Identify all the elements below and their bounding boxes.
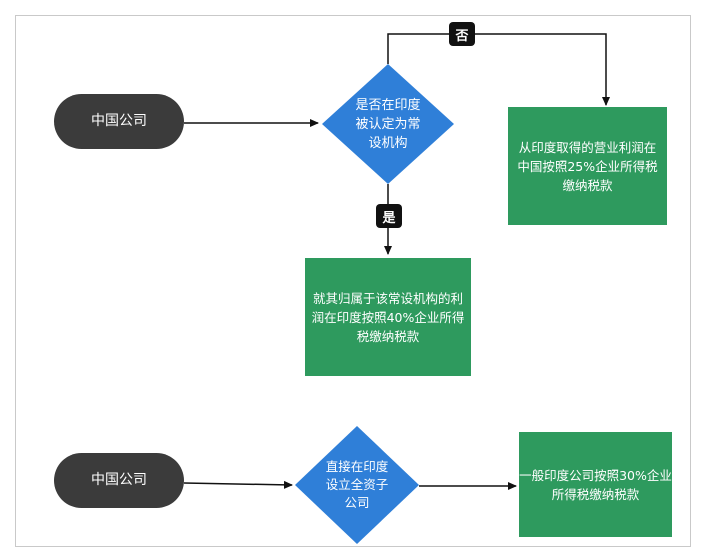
decision-diamond-1 xyxy=(322,64,454,184)
result-subsidiary-label: 一般印度公司按照30%企业 所得税缴纳税款 xyxy=(519,467,672,502)
connector-start-to-decision-2 xyxy=(183,480,293,489)
diagram-frame xyxy=(15,15,691,547)
start-terminal-1-label: 中国公司 xyxy=(91,113,147,129)
connector-no-branch xyxy=(387,33,610,106)
start-terminal-2 xyxy=(54,453,184,508)
result-box-yes xyxy=(305,258,471,376)
yes-branch-tag: 是 xyxy=(376,204,402,228)
result-box-no xyxy=(508,107,667,225)
decision-2-label: 直接在印度 设立全资子 公司 xyxy=(325,459,389,510)
decision-diamond-2 xyxy=(295,426,419,544)
result-yes-label: 就其归属于该常设机构的利 润在印度按照40%企业所得 税缴纳税款 xyxy=(311,290,465,344)
decision-1-label: 是否在印度 被认定为常 设机构 xyxy=(355,97,421,151)
no-branch-tag: 否 xyxy=(449,22,475,46)
start-terminal-2-label: 中国公司 xyxy=(91,472,147,488)
result-no-label: 从印度取得的营业利润在 中国按照25%企业所得税 缴纳税款 xyxy=(517,139,658,193)
result-box-subsidiary xyxy=(519,432,672,537)
start-terminal-1 xyxy=(54,94,184,149)
